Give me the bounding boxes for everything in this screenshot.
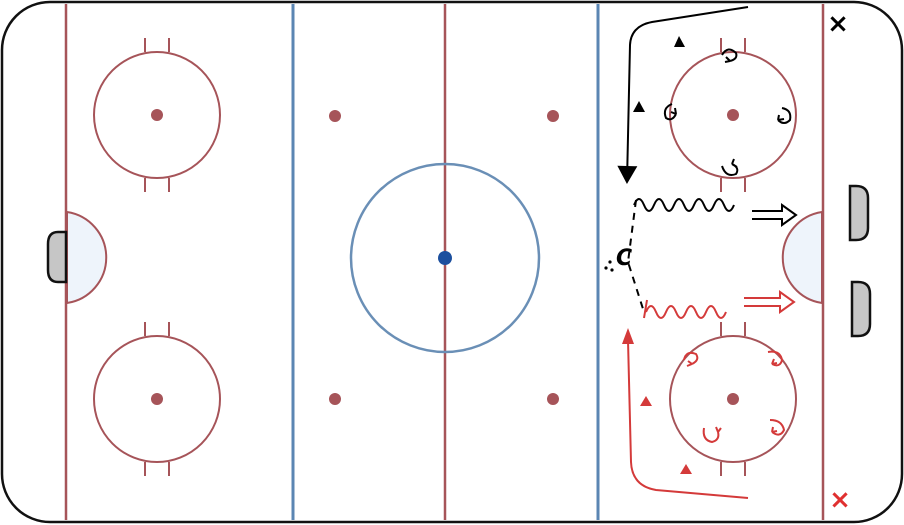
pivot-arrow-icon — [769, 419, 786, 436]
pivot-arrow-icon — [663, 103, 677, 121]
center-dot — [438, 251, 452, 265]
goal-crease-left — [66, 210, 108, 305]
coach-dashed-line — [626, 199, 645, 313]
triangle-icon — [640, 396, 652, 406]
neutral-dot — [329, 110, 341, 122]
red-skate-path-arrowhead — [622, 328, 634, 344]
pivot-arrow-icon — [777, 107, 792, 124]
triangle-icon — [674, 36, 685, 47]
black-skate-path — [617, 6, 749, 184]
pivot-arrow-icon — [767, 350, 784, 367]
shot-arrow-icon — [744, 290, 796, 314]
goal-net-right-bottom — [850, 280, 872, 338]
faceoff-circle-left-top — [93, 38, 221, 192]
triangle-icon — [633, 101, 645, 112]
x-icon: × — [827, 9, 849, 39]
faceoff-circle-right-top — [669, 38, 797, 192]
faceoff-circle-right-bottom — [669, 322, 797, 476]
center-circle — [349, 162, 541, 354]
faceoff-dot — [151, 393, 163, 405]
faceoff-circle-left-bottom — [93, 322, 221, 476]
goal-crease-right — [781, 210, 823, 305]
pivot-arrow-icon — [683, 351, 699, 367]
coach-label: C — [616, 246, 632, 271]
red-skate-path — [627, 339, 749, 499]
pivot-arrow-icon — [702, 426, 722, 444]
x-icon: × — [829, 485, 851, 515]
neutral-dot — [547, 393, 559, 405]
neutral-dot — [329, 393, 341, 405]
triangle-icon — [680, 464, 692, 474]
black-wavy-skate-path — [633, 198, 735, 212]
puck-dots — [604, 260, 614, 272]
goal-net-right-top — [848, 184, 870, 242]
faceoff-dot — [727, 109, 739, 121]
pivot-arrow-icon — [721, 158, 739, 176]
red-wavy-skate-path — [643, 299, 648, 319]
neutral-dot — [547, 110, 559, 122]
pivot-arrow-icon — [721, 48, 738, 63]
faceoff-dot — [151, 109, 163, 121]
red-wavy-skate-path — [645, 305, 727, 319]
shot-arrow-icon — [752, 203, 798, 227]
goal-net-left — [46, 230, 68, 284]
faceoff-dot — [727, 393, 739, 405]
